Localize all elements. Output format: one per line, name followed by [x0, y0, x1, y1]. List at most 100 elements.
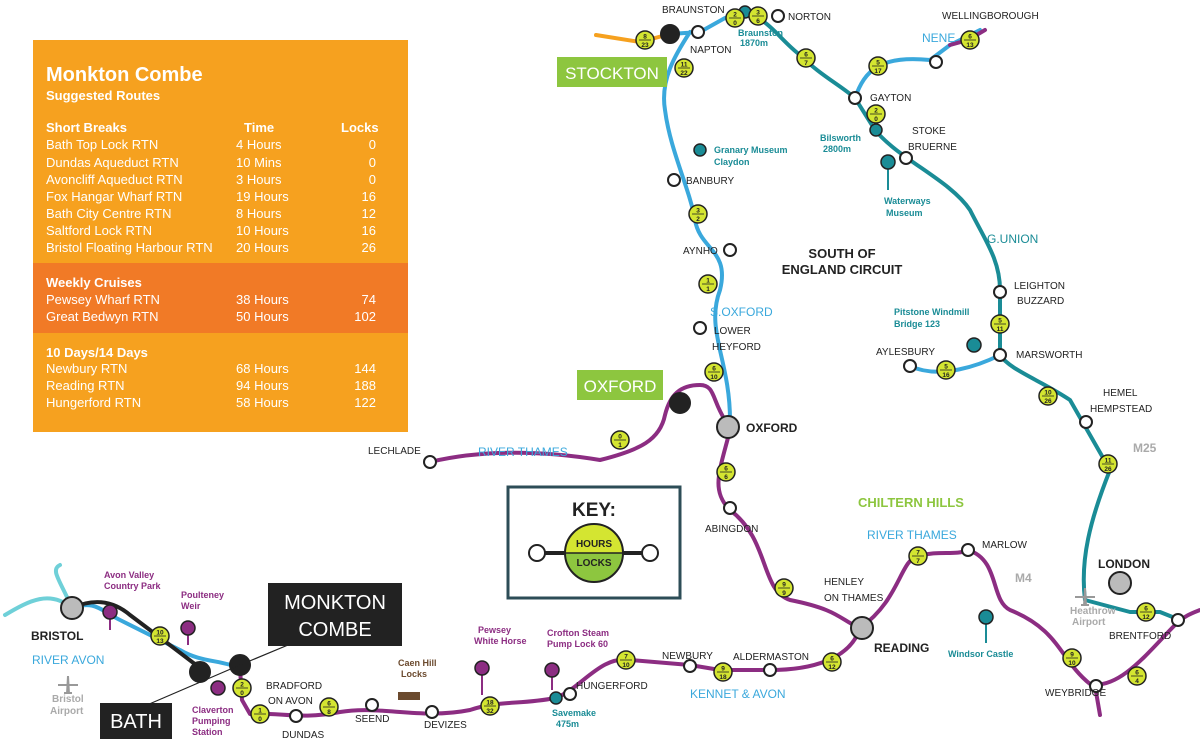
place-devizes: DEVIZES [424, 720, 467, 731]
place-bristol: BRISTOL [31, 629, 83, 643]
oxford-banner-label: OXFORD [584, 377, 657, 396]
route-locks: 12 [361, 206, 376, 221]
lock-badge: 517 [868, 56, 888, 76]
badge-locks: 12 [1142, 614, 1150, 621]
road-labels: M25 M4 [1015, 441, 1157, 585]
lock-badge: 910 [1062, 648, 1082, 668]
region-labels: SOUTH OF ENGLAND CIRCUIT CHILTERN HILLS [782, 246, 965, 510]
key-locks-label: LOCKS [577, 558, 612, 569]
place-aylesbury: AYLESBURY [876, 347, 935, 358]
monkton-banner-line2: COMBE [298, 619, 371, 641]
lock-badge: 20 [866, 104, 886, 124]
hub-reading [850, 616, 874, 640]
lock-badge: 64 [1127, 666, 1147, 686]
node-seend [365, 698, 379, 712]
badge-locks: 32 [486, 708, 494, 715]
poi-claverton-1: Claverton [192, 705, 234, 715]
route-locks: 74 [361, 292, 376, 307]
node-napton [691, 25, 705, 39]
badge-locks: 8 [327, 709, 331, 716]
poi-pin-crofton [544, 662, 560, 678]
lock-badge: 511 [990, 314, 1010, 334]
lock-badge: 823 [635, 30, 655, 50]
place-bruerne: BRUERNE [908, 142, 957, 153]
waterway-thames-upper: RIVER THAMES [478, 445, 568, 459]
lock-badge: 610 [704, 362, 724, 382]
route-name: Avoncliff Aqueduct RTN [46, 172, 183, 187]
lock-badge: 613 [960, 30, 980, 50]
badge-hours: 11 [681, 62, 688, 69]
hub-bristol [60, 596, 84, 620]
place-hempstead: HEMPSTEAD [1090, 404, 1152, 415]
lock-badge: 20 [725, 8, 745, 28]
route-locks: 0 [368, 172, 376, 187]
section-heading-weekly: Weekly Cruises [46, 275, 142, 290]
poi-labels-brown: Caen Hill Locks [398, 658, 437, 679]
lock-badge: 11 [698, 274, 718, 294]
lock-badge: 20 [232, 678, 252, 698]
badge-locks: 18 [719, 674, 727, 681]
route-locks: 102 [354, 309, 376, 324]
badge-hours: 9 [721, 666, 725, 673]
route-thames-upper [428, 383, 727, 464]
place-gayton: GAYTON [870, 93, 911, 104]
route-time: 50 Hours [236, 309, 289, 324]
node-abingdon [723, 501, 737, 515]
place-weybridge: WEYBRIDGE [1045, 688, 1106, 699]
route-time: 20 Hours [236, 240, 289, 255]
route-thames-lower [716, 428, 1200, 687]
badge-hours: 3 [756, 10, 760, 17]
section-heading-short: Short Breaks [46, 120, 127, 135]
node-aldermaston [763, 663, 777, 677]
badge-locks: 0 [240, 690, 244, 697]
route-kennet-avon [238, 626, 862, 718]
route-name: Saltford Lock RTN [46, 223, 152, 238]
poi-caen-2: Locks [401, 669, 427, 679]
poi-claverton-3: Station [192, 727, 223, 737]
panel-title: Monkton Combe [46, 64, 203, 86]
node-marsworth [993, 348, 1007, 362]
route-time: 3 Hours [236, 172, 282, 187]
route-name: Bath City Centre RTN [46, 206, 172, 221]
route-name: Hungerford RTN [46, 395, 142, 410]
place-london: LONDON [1098, 557, 1150, 571]
node-wellingborough [929, 55, 943, 69]
badge-hours: 6 [327, 701, 331, 708]
poi-pewsey-2: White Horse [474, 636, 527, 646]
badge-locks: 1 [706, 286, 710, 293]
section-heading-days: 10 Days/14 Days [46, 345, 148, 360]
badge-hours: 8 [643, 34, 647, 41]
place-henley: HENLEY [824, 577, 864, 588]
place-hemel: HEMEL [1103, 388, 1138, 399]
route-time: 58 Hours [236, 395, 289, 410]
badge-hours: 2 [240, 682, 244, 689]
node-stoke-bruerne [899, 151, 913, 165]
lock-badge: 612 [1136, 602, 1156, 622]
badge-locks: 7 [916, 558, 920, 565]
suggested-routes-panel: Monkton Combe Suggested Routes Short Bre… [33, 40, 408, 432]
badge-hours: 5 [944, 364, 948, 371]
node-leighton [993, 285, 1007, 299]
route-name: Bristol Floating Harbour RTN [46, 240, 213, 255]
poi-waterways-1: Waterways [884, 196, 931, 206]
stockton-banner-label: STOCKTON [565, 64, 659, 83]
badge-hours: 6 [724, 466, 728, 473]
region-chiltern: CHILTERN HILLS [858, 495, 964, 510]
poi-labels: Braunston 1870m Granary Museum Claydon B… [552, 28, 1013, 729]
poi-bilsworth-2: 2800m [823, 144, 851, 154]
badge-locks: 1 [618, 442, 622, 449]
node-key-right [641, 544, 659, 562]
col-locks-header: Locks [341, 120, 379, 135]
poi-pitstone-1: Pitstone Windmill [894, 307, 969, 317]
badge-hours: 7 [624, 654, 628, 661]
town-nodes [289, 9, 1185, 723]
badge-locks: 4 [1135, 678, 1139, 685]
badge-hours: 18 [486, 700, 494, 707]
badge-hours: 3 [696, 208, 700, 215]
badge-hours: 6 [712, 366, 716, 373]
route-time: 10 Mins [236, 155, 282, 170]
